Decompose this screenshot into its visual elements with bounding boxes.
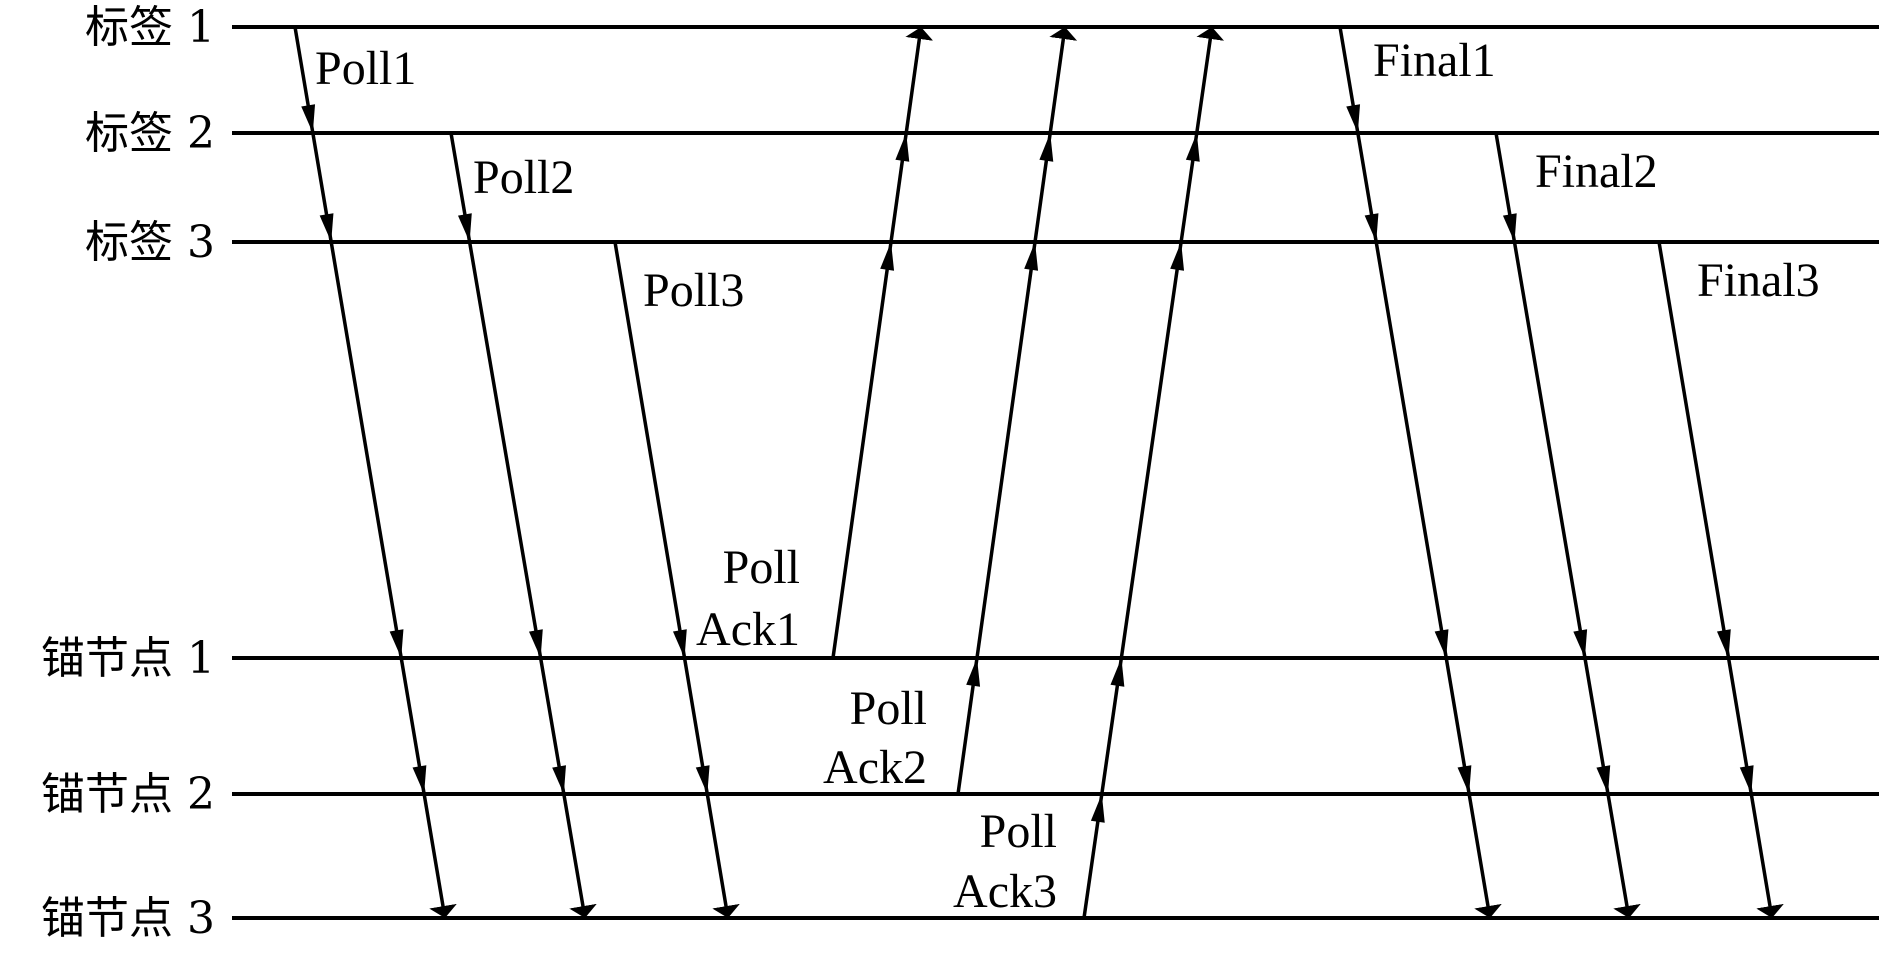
message-label-final3: Final3 <box>1697 254 1820 307</box>
arrowhead-poll-ack1-0 <box>895 133 910 162</box>
message-arrow-final2 <box>1494 132 1641 919</box>
arrowhead-poll-ack3-3 <box>1090 794 1105 823</box>
arrowhead-poll1-1 <box>319 213 334 242</box>
message-label-poll-ack2-line2: Ack2 <box>823 741 927 794</box>
lane-label-anchor1: 锚节点 1 <box>41 633 215 684</box>
arrowhead-final1-2 <box>1434 629 1449 658</box>
message-poll1: Poll1 <box>293 26 457 919</box>
message-arrow-poll-ack3 <box>1082 26 1225 919</box>
arrowhead-poll-ack1-1 <box>880 242 895 271</box>
arrowhead-poll-ack2-0 <box>1039 133 1054 162</box>
arrowhead-poll2-1 <box>528 629 543 658</box>
message-poll3: Poll3 <box>613 241 744 919</box>
lane-label-tag2: 标签 2 <box>85 108 215 159</box>
arrowhead-final2-2 <box>1596 765 1611 794</box>
arrowhead-poll1-2 <box>389 629 404 658</box>
lane-label-tag3: 标签 3 <box>85 217 215 268</box>
lane-anchor1: 锚节点 1 <box>41 633 1879 684</box>
arrowhead-poll2-2 <box>552 765 566 794</box>
arrowhead-final3-0 <box>1716 629 1731 658</box>
message-label-final1: Final1 <box>1373 34 1496 87</box>
message-label-poll-ack3-line1: Poll <box>980 805 1057 858</box>
arrowhead-poll-ack2-1 <box>1024 242 1039 271</box>
lane-anchor3: 锚节点 3 <box>41 893 1879 944</box>
message-final3: Final3 <box>1657 241 1820 919</box>
message-final2: Final2 <box>1494 132 1658 919</box>
arrowhead-final2-0 <box>1502 213 1517 242</box>
arrowhead-final1-1 <box>1364 213 1379 242</box>
message-label-poll3: Poll3 <box>643 264 744 317</box>
message-label-final2: Final2 <box>1535 145 1658 198</box>
message-label-poll-ack2-line1: Poll <box>850 682 927 735</box>
arrowhead-poll3-1 <box>695 765 710 794</box>
arrowhead-final1-0 <box>1346 104 1361 133</box>
message-label-poll-ack1-line2: Ack1 <box>696 603 800 656</box>
lane-label-tag1: 标签 1 <box>85 2 215 53</box>
message-arrow-poll3 <box>613 241 740 919</box>
lane-label-anchor2: 锚节点 2 <box>41 769 215 820</box>
message-arrow-poll2 <box>449 132 597 919</box>
arrowhead-final3-1 <box>1739 765 1754 794</box>
arrowhead-poll-ack3-1 <box>1170 242 1185 271</box>
lane-tag1: 标签 1 <box>85 2 1879 53</box>
message-arrow-poll-ack1 <box>831 26 934 659</box>
message-final1: Final1 <box>1338 26 1502 919</box>
message-label-poll-ack3-line2: Ack3 <box>953 865 1057 918</box>
arrowhead-poll-ack3-2 <box>1110 658 1125 687</box>
lane-anchor2: 锚节点 2 <box>41 769 1879 820</box>
lane-tag2: 标签 2 <box>85 108 1879 159</box>
arrowhead-poll-ack3-0 <box>1185 133 1200 162</box>
arrowhead-final2-1 <box>1573 629 1588 658</box>
arrowhead-poll3-0 <box>672 629 687 658</box>
message-label-poll2: Poll2 <box>473 151 574 204</box>
lane-label-anchor3: 锚节点 3 <box>41 893 215 944</box>
arrowhead-poll-ack2-2 <box>966 658 981 687</box>
arrowhead-poll2-0 <box>457 213 472 242</box>
arrowhead-final1-3 <box>1457 765 1472 794</box>
lane-tag3: 标签 3 <box>85 217 1879 268</box>
arrowhead-poll1-0 <box>301 104 316 133</box>
message-label-poll1: Poll1 <box>315 42 416 95</box>
message-label-poll-ack1-line1: Poll <box>723 541 800 594</box>
message-arrow-final3 <box>1657 241 1784 919</box>
arrowhead-poll1-3 <box>412 765 427 794</box>
message-poll2: Poll2 <box>449 132 597 919</box>
